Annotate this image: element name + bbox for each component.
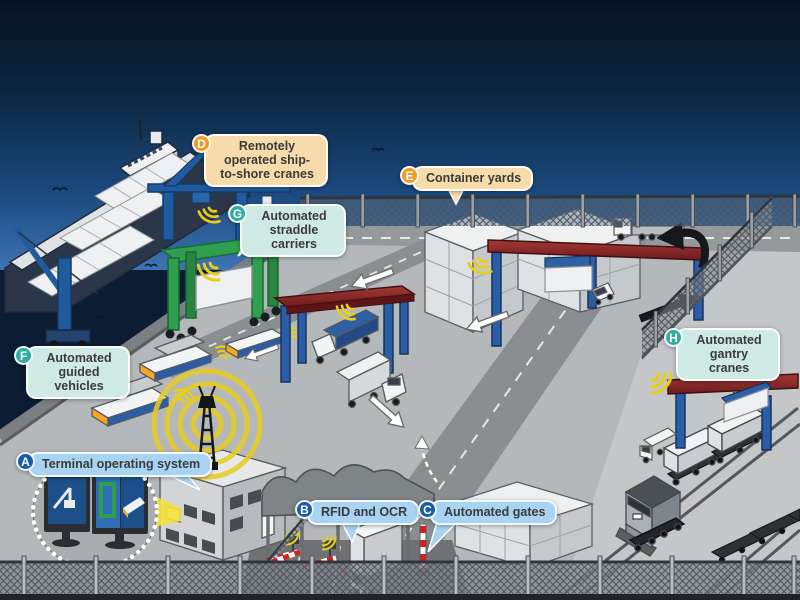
callout-label-f: Automated guided vehicles bbox=[26, 346, 130, 399]
callout-badge-g: G bbox=[228, 204, 247, 223]
callout-badge-f: F bbox=[14, 346, 33, 365]
truck-departing bbox=[335, 351, 407, 409]
callout-label-g: Automated straddle carriers bbox=[240, 204, 346, 257]
callout-badge-e: E bbox=[400, 166, 419, 185]
truck-loading bbox=[311, 302, 380, 365]
locomotive bbox=[615, 475, 686, 557]
monitor-right bbox=[92, 470, 148, 549]
monitor-left bbox=[44, 474, 90, 547]
spreader-load bbox=[720, 381, 774, 423]
callout-badge-a: A bbox=[16, 452, 35, 471]
callout-badge-d: D bbox=[192, 134, 211, 153]
callout-label-h: Automated gantry cranes bbox=[676, 328, 780, 381]
gate-approach-arrow bbox=[414, 434, 439, 483]
chain-link-fence-bottom bbox=[0, 555, 800, 600]
callout-ship-to-shore-cranes: D Remotely operated ship-to-shore cranes bbox=[192, 134, 328, 187]
callout-rfid-and-ocr: B RFID and OCR bbox=[295, 500, 420, 525]
callout-automated-gates: C Automated gates bbox=[418, 500, 558, 525]
truck-cab-small bbox=[591, 282, 615, 306]
rtg-crane-center bbox=[272, 285, 417, 383]
ship-to-shore-crane-lower bbox=[13, 226, 99, 348]
callout-badge-h: H bbox=[664, 328, 683, 347]
callout-label-b: RFID and OCR bbox=[307, 500, 420, 525]
callout-automated-gantry-cranes: H Automated gantry cranes bbox=[664, 328, 780, 381]
monitor-inset bbox=[30, 453, 181, 571]
flow-arrows-black bbox=[636, 222, 709, 329]
callout-label-d: Remotely operated ship-to-shore cranes bbox=[204, 134, 328, 187]
callout-container-yards: E Container yards bbox=[400, 166, 534, 191]
callout-badge-c: C bbox=[418, 500, 437, 519]
train bbox=[615, 405, 766, 557]
callout-label-a: Terminal operating system bbox=[28, 452, 213, 477]
signal-rings bbox=[151, 368, 263, 480]
callout-badge-b: B bbox=[295, 500, 314, 519]
callout-automated-guided-vehicles: F Automated guided vehicles bbox=[14, 346, 130, 399]
agv bbox=[90, 375, 195, 428]
truck-rail-side bbox=[639, 427, 678, 464]
callout-label-e: Container yards bbox=[412, 166, 534, 191]
chain-link-fence-diagonal bbox=[641, 196, 773, 360]
empty-flatcars bbox=[710, 508, 800, 564]
rmg-crane-yard bbox=[467, 239, 704, 347]
callout-label-c: Automated gates bbox=[430, 500, 558, 525]
callout-automated-straddle-carriers: G Automated straddle carriers bbox=[228, 204, 346, 257]
chain-link-fence-top bbox=[299, 193, 800, 228]
callout-terminal-operating-system: A Terminal operating system bbox=[16, 452, 213, 477]
agv bbox=[138, 334, 236, 383]
